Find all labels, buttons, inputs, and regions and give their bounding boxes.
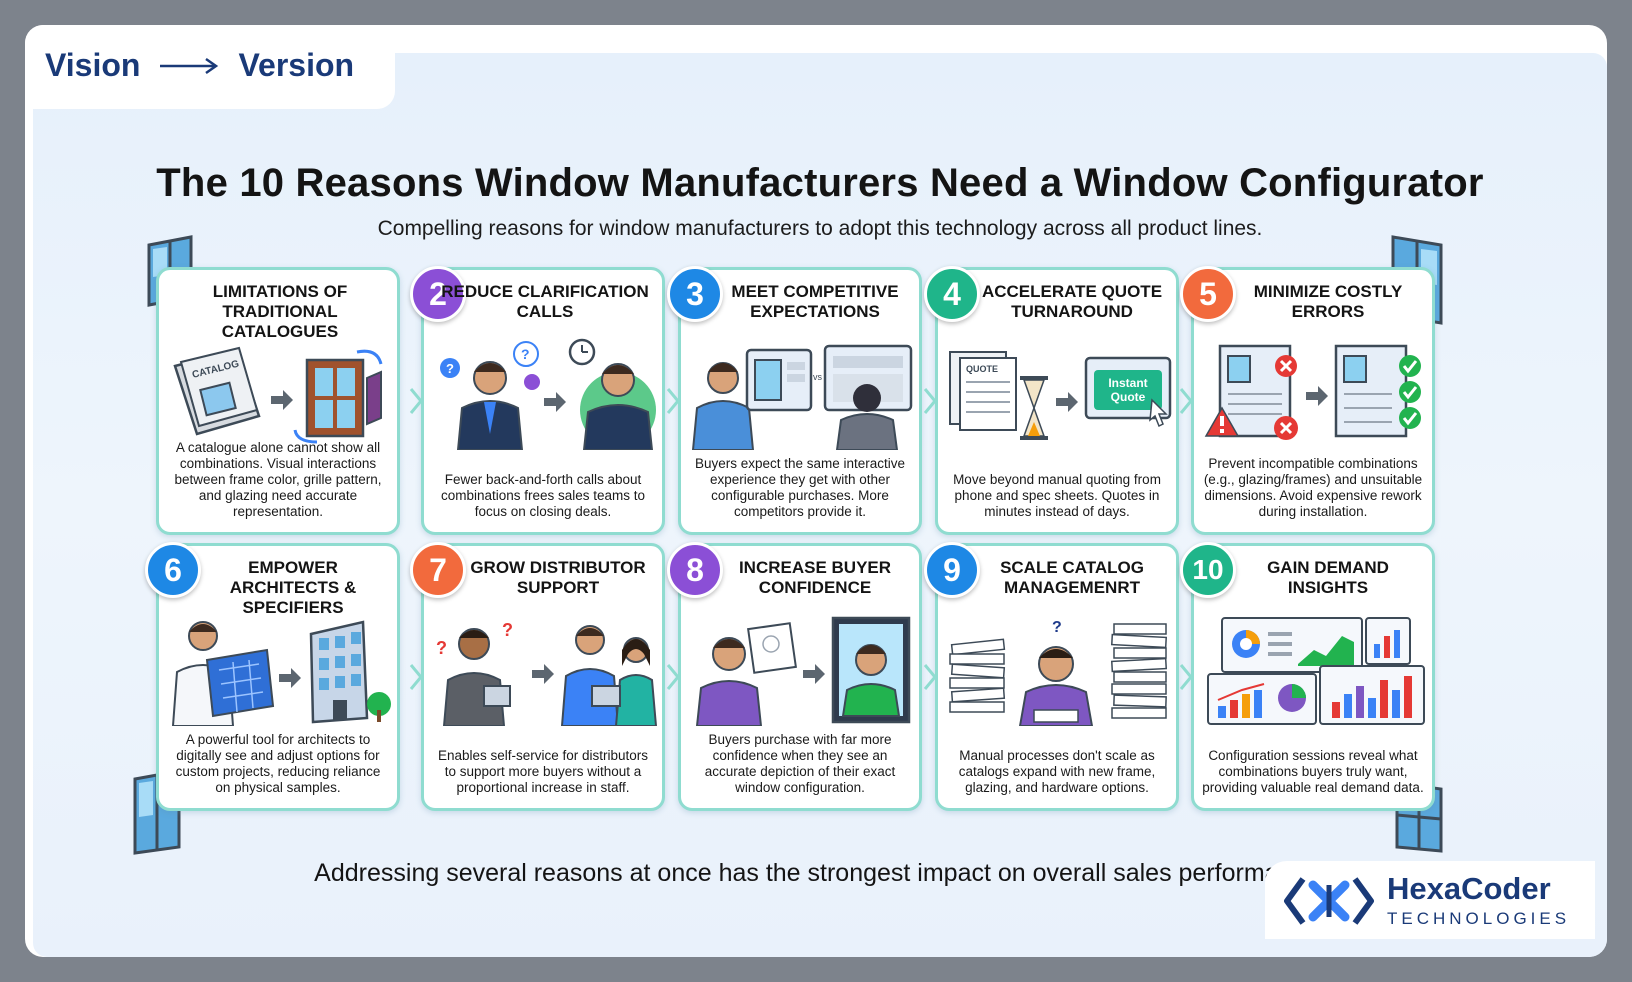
brand-vision: Vision xyxy=(45,47,141,83)
chevron-right-icon xyxy=(923,388,937,414)
card-title: GAIN DEMAND INSIGHTS xyxy=(1267,558,1389,597)
card-description: Move beyond manual quoting from phone an… xyxy=(953,472,1161,519)
card-description: Manual processes don't scale as catalogs… xyxy=(958,748,1156,795)
infographic-canvas: The 10 Reasons Window Manufacturers Need… xyxy=(33,53,1607,957)
reason-card-7: 7 GROW DISTRIBUTOR SUPPORT ? ? Enables s… xyxy=(410,542,665,811)
arrow-right-icon xyxy=(160,57,219,74)
svg-text:?: ? xyxy=(521,346,530,362)
page-title: The 10 Reasons Window Manufacturers Need… xyxy=(156,161,1484,205)
hexacoder-logo-icon xyxy=(1284,877,1374,925)
quote-label: QUOTE xyxy=(966,364,998,374)
page-subtitle: Compelling reasons for window manufactur… xyxy=(377,217,1263,240)
number-badge: 10 xyxy=(1180,542,1236,598)
logo-name: HexaCoder xyxy=(1387,871,1551,906)
chevron-right-icon xyxy=(666,388,680,414)
number-badge: 2 xyxy=(410,266,466,322)
svg-text:?: ? xyxy=(1052,619,1062,636)
card-description: Buyers purchase with far more confidence… xyxy=(704,732,896,795)
card-description: Enables self-service for distributors to… xyxy=(437,748,649,795)
card-description: Prevent incompatible combinations (e.g.,… xyxy=(1203,456,1423,519)
reason-card-1: LIMITATIONS OF TRADITIONAL CATALOGUES CA… xyxy=(156,267,400,535)
number-badge: 9 xyxy=(924,542,980,598)
svg-text:?: ? xyxy=(502,620,513,640)
number-badge: 7 xyxy=(410,542,466,598)
card-title: EMPOWER ARCHITECTS & SPECIFIERS xyxy=(229,558,357,617)
error-prevention-illustration xyxy=(1204,344,1421,440)
architect-illustration xyxy=(171,620,391,726)
brand-header: Vision Version xyxy=(25,25,395,109)
vs-label: vs xyxy=(813,372,823,382)
card-title: LIMITATIONS OF TRADITIONAL CATALOGUES xyxy=(212,282,348,341)
competitive-experience-illustration: vs xyxy=(691,344,913,450)
distributor-illustration: ? ? xyxy=(436,620,658,726)
number-badge: 6 xyxy=(145,542,201,598)
card-title: MEET COMPETITIVE EXPECTATIONS xyxy=(731,282,899,321)
number-badge: 5 xyxy=(1180,266,1236,322)
reason-card-9: 9 SCALE CATALOG MANAGEMENRT xyxy=(924,542,1179,811)
card-title: REDUCE CLARIFICATION CALLS xyxy=(441,282,649,321)
card-title: MINIMIZE COSTLY ERRORS xyxy=(1253,282,1403,321)
number-badge: 3 xyxy=(667,266,723,322)
card-description: Buyers expect the same interactive exper… xyxy=(694,456,906,519)
reason-card-2: 2 REDUCE CLARIFICATION CALLS ? ? Fewer b… xyxy=(410,266,665,535)
card-title: ACCELERATE QUOTE TURNAROUND xyxy=(981,282,1163,321)
svg-text:?: ? xyxy=(436,638,447,658)
number-badge: 8 xyxy=(667,542,723,598)
chevron-right-icon xyxy=(1179,664,1193,690)
card-description: Configuration sessions reveal what combi… xyxy=(1202,748,1424,795)
chevron-right-icon xyxy=(409,664,423,690)
card-description: A catalogue alone cannot show all combin… xyxy=(174,440,382,519)
number-badge: 4 xyxy=(924,266,980,322)
catalog-overload-illustration: ? xyxy=(949,619,1168,726)
buyer-confidence-illustration xyxy=(695,616,911,726)
reason-card-8: 8 INCREASE BUYER CONFIDENCE Buyers purch… xyxy=(667,542,922,811)
chevron-right-icon xyxy=(923,664,937,690)
card-description: A powerful tool for architects to digita… xyxy=(175,732,381,795)
brand-wordmark: Vision Version xyxy=(45,47,354,84)
instant-quote-line1: Instant xyxy=(1108,376,1147,390)
instant-quote-line2: Quote xyxy=(1111,390,1146,404)
reason-card-5: 5 MINIMIZE COSTLY ERRORS xyxy=(1180,266,1435,535)
brand-version: Version xyxy=(238,47,355,83)
frame: The 10 Reasons Window Manufacturers Need… xyxy=(25,25,1607,957)
reason-card-3: 3 MEET COMPETITIVE EXPECTATIONS vs Buyer… xyxy=(667,266,922,535)
chevron-right-icon xyxy=(1179,388,1193,414)
card-title: GROW DISTRIBUTOR SUPPORT xyxy=(470,558,646,597)
logo-tagline: TECHNOLOGIES xyxy=(1387,909,1571,928)
svg-text:?: ? xyxy=(446,361,454,376)
card-description: Fewer back-and-forth calls about combina… xyxy=(440,472,646,519)
reason-card-4: 4 ACCELERATE QUOTE TURNAROUND QUOTE Inst… xyxy=(924,266,1179,535)
analytics-dashboard-illustration xyxy=(1207,617,1425,725)
quote-turnaround-illustration: QUOTE Instant Quote xyxy=(949,351,1172,440)
card-title: INCREASE BUYER CONFIDENCE xyxy=(738,558,892,597)
catalog-to-window-illustration: CATALOG xyxy=(173,346,383,444)
reason-card-10: 10 GAIN DEMAND INSIGHTS Configuration se… xyxy=(1180,542,1435,811)
card-title: SCALE CATALOG MANAGEMENRT xyxy=(1000,558,1144,597)
company-logo: HexaCoder TECHNOLOGIES xyxy=(1265,861,1595,939)
reason-card-6: 6 EMPOWER ARCHITECTS & SPECIFIERS A powe… xyxy=(145,542,400,811)
chevron-right-icon xyxy=(409,388,423,414)
footer-note: Addressing several reasons at once has t… xyxy=(314,859,1326,887)
chevron-right-icon xyxy=(666,664,680,690)
support-calls-illustration: ? ? xyxy=(440,338,656,450)
